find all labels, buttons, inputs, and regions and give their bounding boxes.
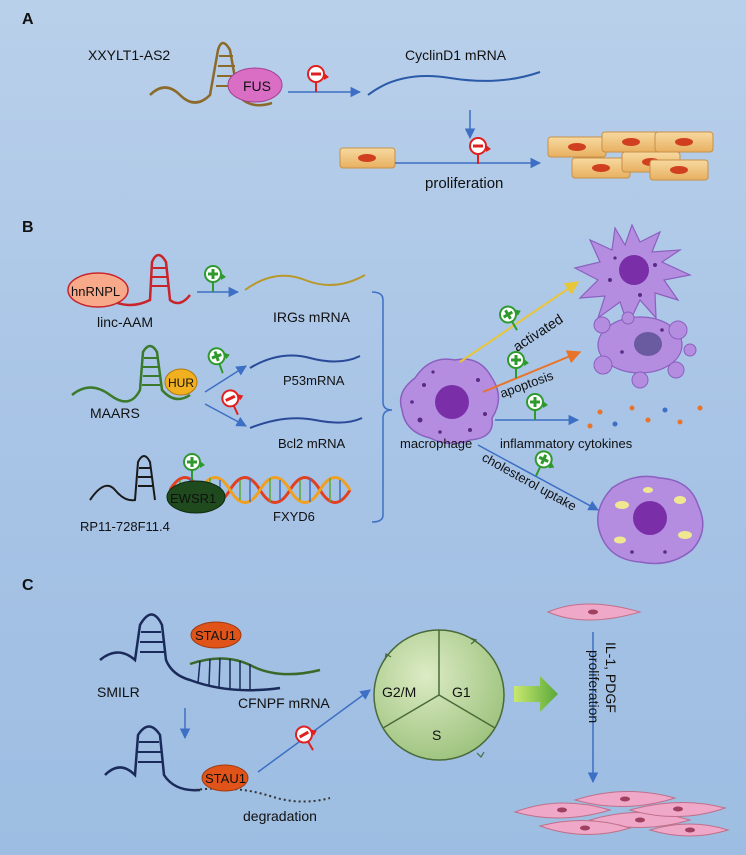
p53-mrna [249,354,361,369]
stau1-protein: STAU1 [190,621,242,649]
activated-label: activated [510,311,566,355]
arrow-b3 [204,403,247,427]
svg-text:EWSR1: EWSR1 [170,491,216,506]
svg-text:hnRNPL: hnRNPL [71,284,120,299]
il1-pdgf-label: IL-1, PDGF [603,642,619,713]
fxyd6-label: FXYD6 [273,509,315,524]
arrow-activated [459,281,580,363]
p53-mrna-label: P53mRNA [283,373,345,388]
linc-aam-label: linc-AAM [97,314,153,330]
proliferation-label: proliferation [425,175,503,192]
hur-protein: HUR [164,368,198,396]
cholesterol-label: cholesterol uptake [480,450,580,514]
svg-text:STAU1: STAU1 [195,628,236,643]
single-cell [339,147,396,169]
promote-icon [526,393,549,421]
degraded-mrna [194,787,331,803]
panel-a-label: A [22,11,34,28]
maars-rna [71,344,191,403]
promote-icon [183,453,206,481]
fus-protein: FUS [227,67,283,103]
proliferated-cells [547,131,714,181]
macrophage-cell [399,358,500,445]
irgs-mrna-label: IRGs mRNA [273,309,351,325]
base-pairing [197,657,251,691]
activated-macrophage [573,223,692,327]
promote-icon [204,265,227,293]
cytokines-label: inflammatory cytokines [500,436,633,451]
big-arrow [514,676,558,712]
bcl2-mrna-label: Bcl2 mRNA [278,436,346,451]
apoptotic-macrophage [593,311,697,389]
macrophage-label: macrophage [400,436,472,451]
maars-label: MAARS [90,405,140,421]
apoptosis-label: apoptosis [498,368,556,401]
cfnpf-mrna-label: CFNPF mRNA [238,695,330,711]
phase-g1: G1 [452,684,471,700]
ewsr1-protein: EWSR1 [166,480,226,514]
cyclind1-mrna-label: CyclinD1 mRNA [405,47,507,63]
cyclind1-mrna [367,71,541,96]
rp11-rna [89,455,156,502]
degradation-label: degradation [243,808,317,824]
arrow-apoptosis [482,350,582,393]
cytokine-dots [587,405,703,429]
promote-icon [205,343,237,377]
bracket [371,291,393,523]
panel-b-label: B [22,219,34,236]
proliferation-c-label: proliferation [586,650,602,723]
bcl2-mrna [249,417,363,429]
linc-aam-rna [109,253,191,307]
smilr-rna-bound [104,725,201,792]
foam-cell [597,475,704,565]
smilr-rna [99,613,281,692]
smooth-muscle-cell-single [546,603,642,621]
cell-cycle-wheel [373,629,505,761]
inhibit-icon [307,65,330,93]
inhibit-icon [218,384,251,420]
phase-s: S [432,727,441,743]
arrow-b2 [204,365,247,393]
svg-text:STAU1: STAU1 [205,771,246,786]
smilr-label: SMILR [97,684,140,700]
rp11-label: RP11-728F11.4 [80,519,170,534]
svg-text:HUR: HUR [168,376,194,390]
promote-icon [496,300,530,336]
smooth-muscle-cells-proliferated [513,790,730,837]
irgs-mrna [244,274,366,291]
phase-g2m: G2/M [382,684,416,700]
hnrnpl-protein: hnRNPL [67,272,129,308]
inhibit-icon [469,137,492,165]
xxylt1-as2-label: XXYLT1-AS2 [88,47,170,63]
panel-c-label: C [22,577,34,594]
arrow-cholesterol [477,444,599,511]
stau1-protein-bound: STAU1 [201,764,249,792]
svg-text:FUS: FUS [243,78,271,94]
